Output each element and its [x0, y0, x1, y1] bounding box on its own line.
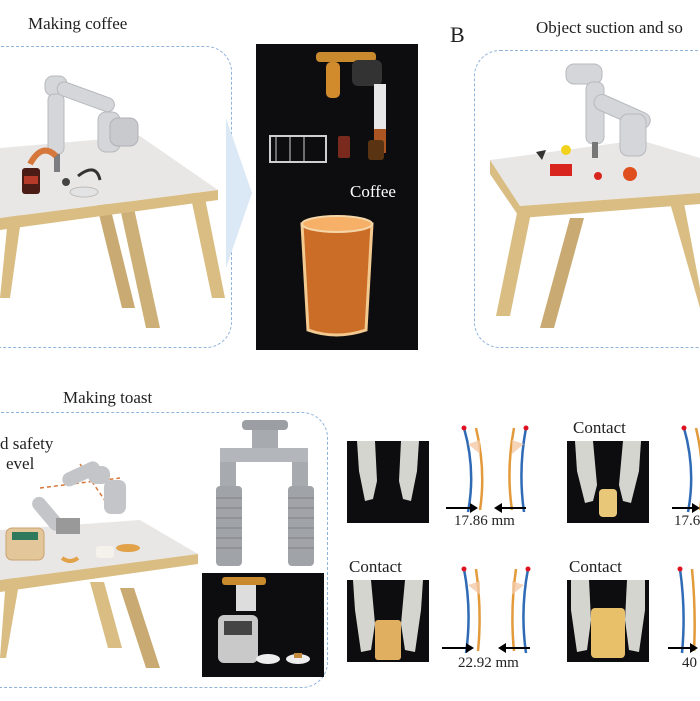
measure-arrow-icon [442, 643, 530, 653]
table-leg [540, 218, 584, 328]
bending-diagram-2 [681, 425, 700, 513]
toast-photo [202, 573, 324, 677]
table-leg [95, 198, 135, 308]
measure-2: 17.6 [674, 513, 700, 529]
measure-arrow-icon [668, 643, 698, 653]
safety-label-line1: d safety [0, 434, 54, 453]
measure-1: 17.86 mm [454, 513, 515, 529]
table-leg [0, 578, 20, 658]
contact-label-1: Contact [573, 418, 626, 437]
bending-diagram-1 [461, 425, 529, 513]
contact-label-2: Contact [349, 557, 402, 576]
panel-b-title: Object suction and so [536, 18, 683, 37]
suction-robot-scene [490, 63, 700, 328]
panel-b-letter: B [450, 22, 465, 47]
panel-c-title: Making toast [63, 388, 153, 407]
measure-arrow-icon [446, 503, 526, 513]
coffee-robot-scene [0, 75, 225, 328]
toast-robot-scene [0, 461, 198, 668]
flow-arrow-icon [226, 118, 252, 268]
bending-diagram-4 [677, 566, 696, 654]
coffee-label: Coffee [350, 182, 396, 201]
table-leg [496, 208, 532, 316]
panel-b-frame [474, 50, 700, 348]
table-leg [90, 582, 122, 648]
measure-4: 40 [682, 655, 697, 671]
table-leg [670, 203, 700, 308]
panel-c-frame [0, 412, 328, 688]
gripper-photo-2 [567, 441, 649, 523]
measure-arrow-icon [672, 503, 700, 513]
gripper-photo-3 [347, 580, 429, 662]
measure-3: 22.92 mm [458, 655, 519, 671]
coffee-photo [256, 44, 418, 350]
contact-label-3: Contact [569, 557, 622, 576]
table-leg [190, 193, 225, 298]
table-leg [120, 588, 160, 668]
gripper-photo-4 [567, 580, 649, 662]
panel-a-title: Making coffee [28, 14, 128, 33]
gripper-photo-1 [347, 441, 429, 523]
table-leg [120, 208, 160, 328]
gripper-model [216, 420, 314, 566]
safety-label-line2: evel [6, 454, 35, 473]
